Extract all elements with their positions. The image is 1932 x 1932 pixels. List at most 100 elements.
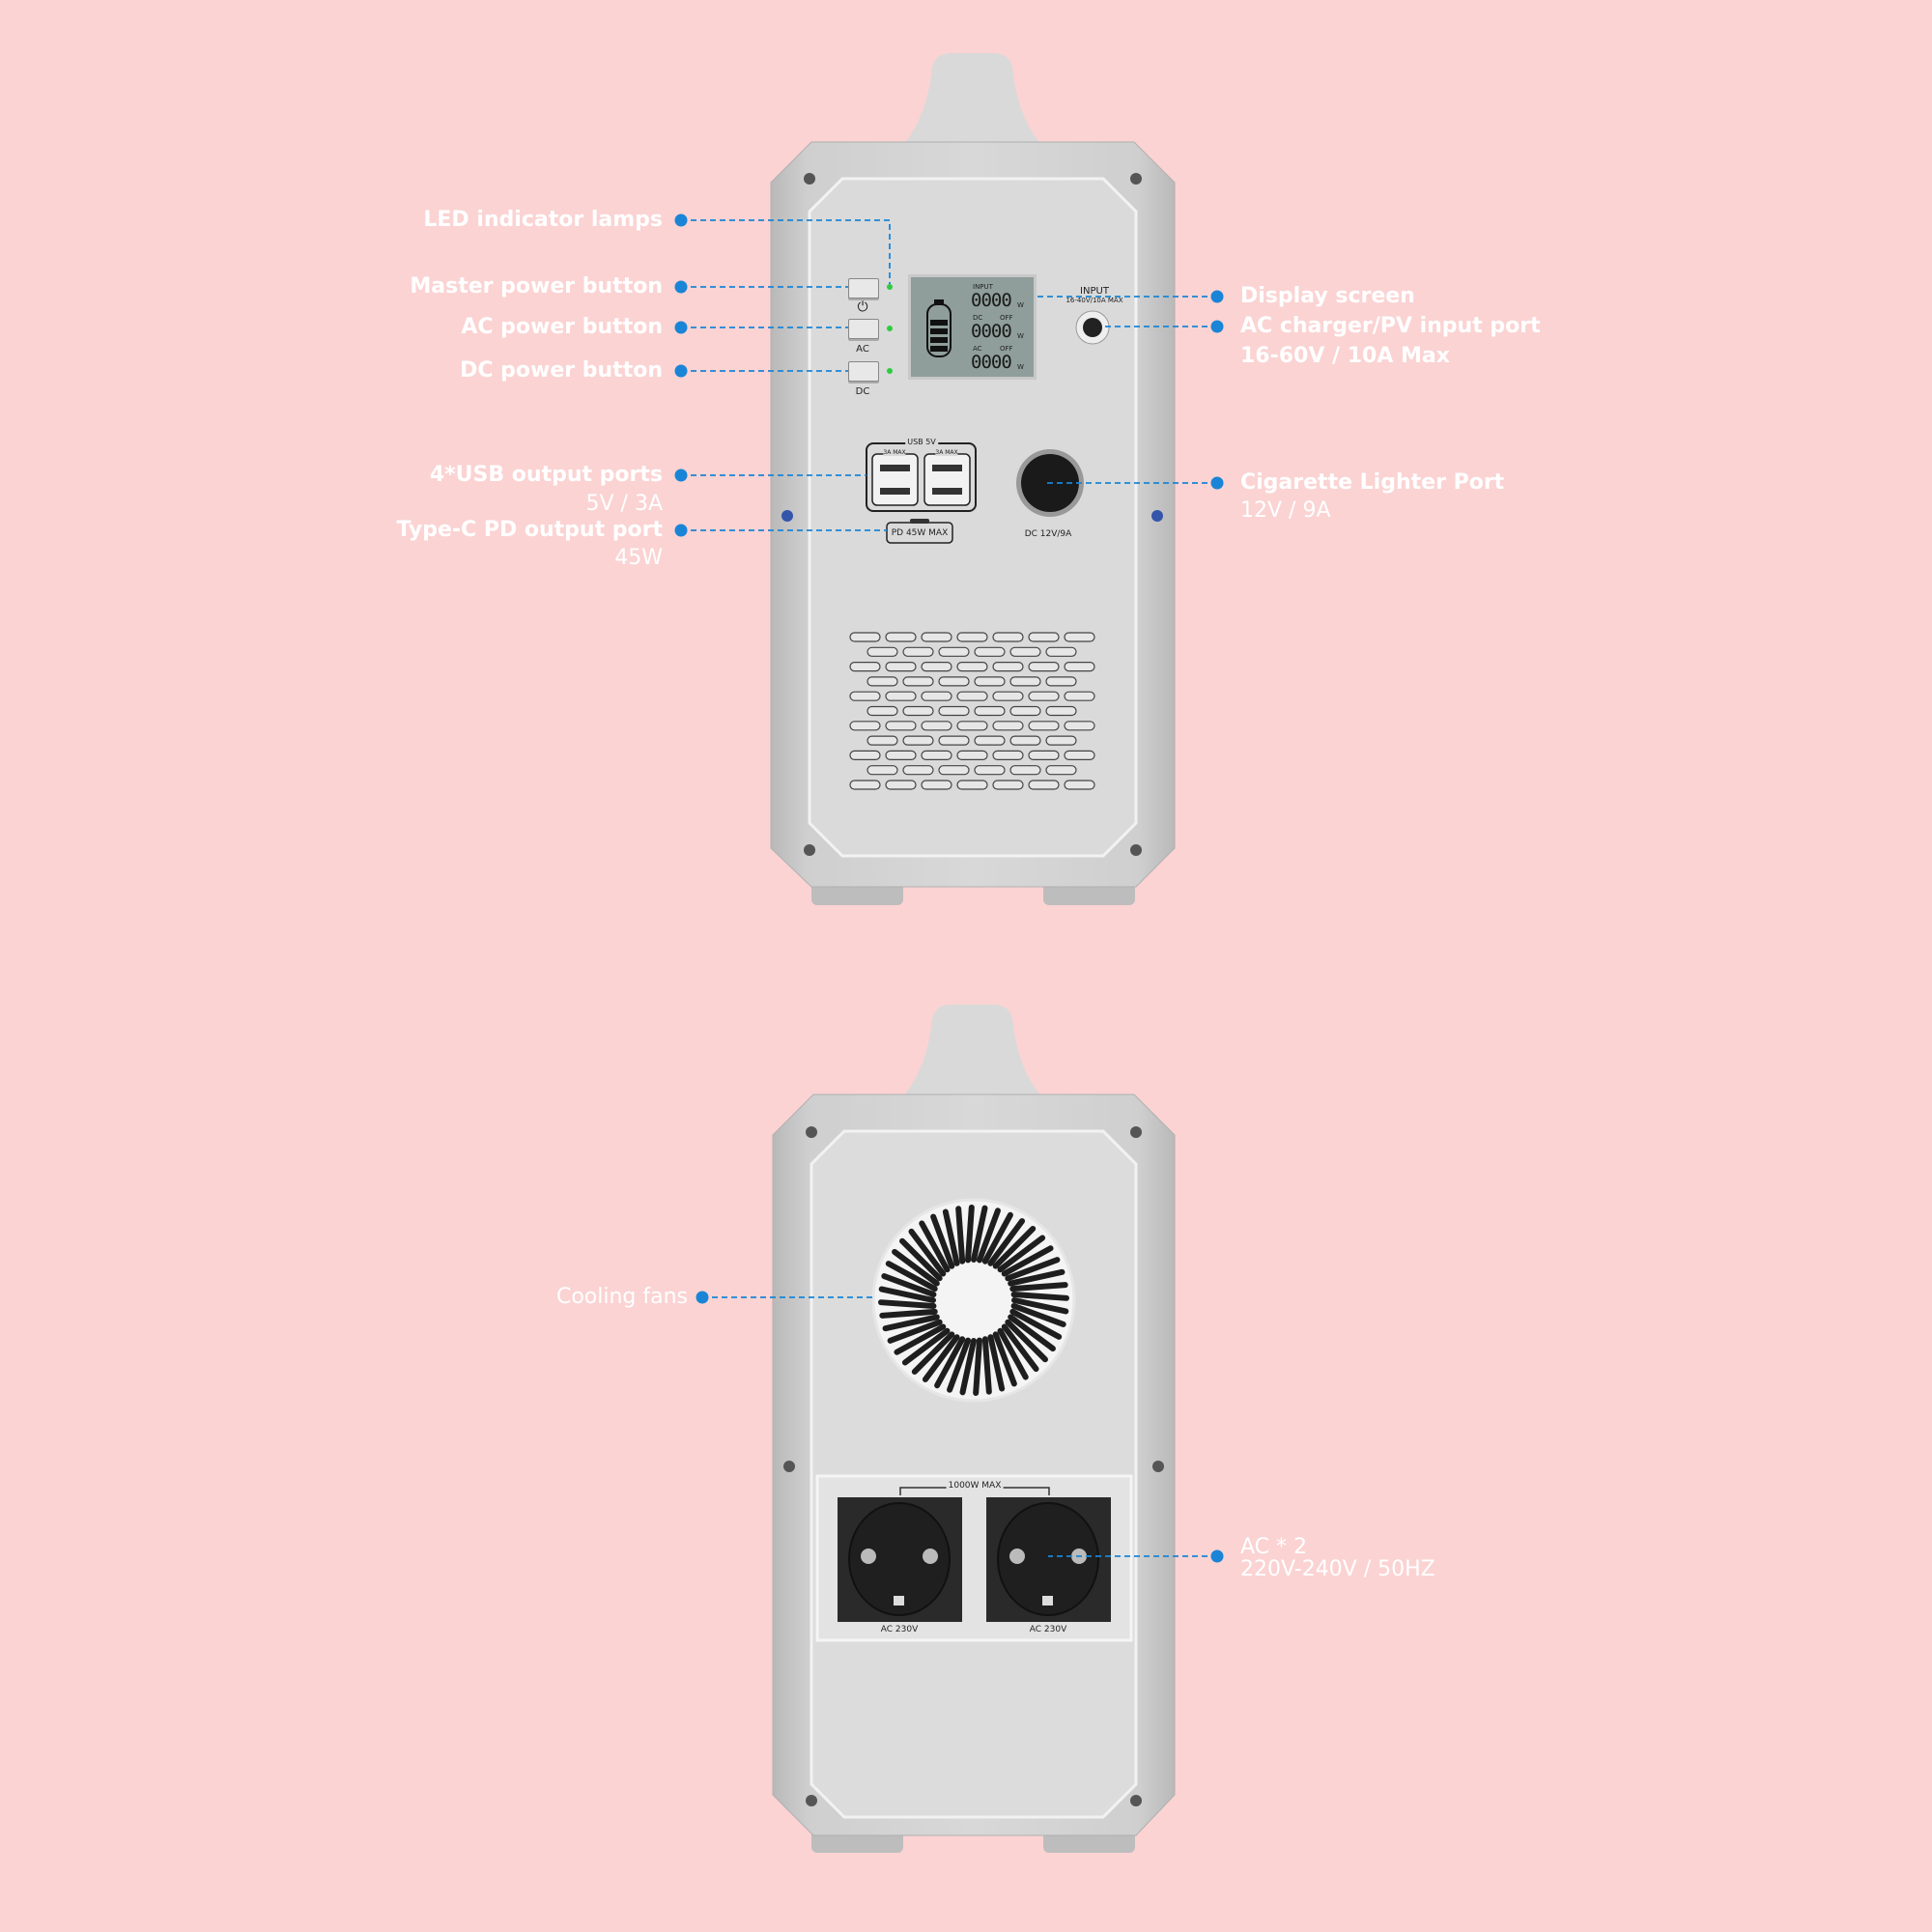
- vent-slot: [921, 780, 952, 790]
- vent-slot: [974, 646, 1006, 657]
- fan-blade: [1009, 1282, 1068, 1293]
- vent-slot: [885, 661, 917, 672]
- callout-dot-cigarette: [1210, 476, 1224, 490]
- fan-blade: [971, 1205, 988, 1263]
- vent-slot: [974, 676, 1006, 687]
- typec-port: [910, 519, 929, 524]
- vent-slot: [1028, 750, 1060, 761]
- dc-power-button[interactable]: [848, 361, 879, 382]
- fan-blade: [911, 1331, 955, 1375]
- fan-blade: [1009, 1308, 1063, 1340]
- dc-button-label: DC: [855, 386, 870, 397]
- fan-blade: [885, 1261, 938, 1293]
- label-usb-spec: 5V / 3A: [585, 492, 664, 516]
- vent-slot: [956, 661, 988, 672]
- callout-dot-ac-outlets: [1210, 1549, 1224, 1563]
- vent-slot: [938, 705, 970, 717]
- label-led-indicator: LED indicator lamps: [423, 208, 663, 232]
- fan-blade: [878, 1286, 936, 1303]
- master-power-button[interactable]: [848, 278, 879, 298]
- vent-slot: [867, 676, 898, 687]
- vent-slot: [1064, 780, 1095, 790]
- vent-slot: [902, 765, 934, 776]
- vent-slot: [885, 780, 917, 790]
- vent-slot: [849, 721, 881, 731]
- cooling-fan: [871, 1198, 1076, 1403]
- fan-blade: [1010, 1302, 1066, 1327]
- callout-dot-input: [1210, 320, 1224, 333]
- vent-slot: [1045, 735, 1077, 746]
- label-dc-power: DC power button: [460, 358, 663, 383]
- vent-slot: [1028, 632, 1060, 642]
- vent-slot: [921, 721, 952, 731]
- vent-slot: [1064, 750, 1095, 761]
- callout-dot-fans: [696, 1291, 709, 1304]
- fan-blade: [1001, 1323, 1039, 1373]
- vent-slot: [867, 646, 898, 657]
- lcd-ac-off: OFF: [1000, 345, 1013, 353]
- back-unit: [772, 1005, 1176, 1853]
- vent-slot: [921, 691, 952, 701]
- callout-dot-master: [674, 280, 688, 294]
- label-input-port: AC charger/PV input port: [1240, 314, 1541, 338]
- ac-socket-left: [838, 1497, 962, 1622]
- vent-slot: [1045, 705, 1077, 717]
- vent-slot: [1064, 632, 1095, 642]
- vent-slot: [992, 780, 1024, 790]
- fan-blade: [1008, 1314, 1056, 1352]
- ac-socket-right-label: AC 230V: [1029, 1625, 1067, 1634]
- callout-dot-led: [674, 213, 688, 227]
- vent-slot: [902, 735, 934, 746]
- fan-blade: [1008, 1268, 1065, 1287]
- vent-slot: [885, 691, 917, 701]
- vent-slot: [992, 632, 1024, 642]
- fan-blade: [881, 1273, 937, 1298]
- ac-button-label: AC: [856, 344, 869, 355]
- label-ac-outlets: AC * 2: [1240, 1535, 1308, 1559]
- vent-slot: [867, 705, 898, 717]
- leader-line-led: [681, 219, 891, 284]
- fan-blade: [992, 1226, 1037, 1269]
- vent-slot: [992, 691, 1024, 701]
- fan-blade: [955, 1206, 966, 1264]
- vent-slot: [885, 721, 917, 731]
- vent-slot: [849, 661, 881, 672]
- vent-slot: [992, 721, 1024, 731]
- callout-dot-typec: [674, 524, 688, 537]
- label-ac-spec: 220V-240V / 50HZ: [1240, 1557, 1435, 1581]
- battery-icon: [926, 299, 952, 357]
- fan-blade: [934, 1336, 966, 1389]
- fan-blade: [959, 1338, 977, 1396]
- fan-blade: [997, 1235, 1046, 1273]
- lcd-dc-value: 0000: [971, 321, 1012, 342]
- ac-socket-left-label: AC 230V: [880, 1625, 919, 1634]
- vent-slot: [885, 750, 917, 761]
- vent-slot: [1045, 676, 1077, 687]
- usb-max-right: 3A MAX: [935, 449, 958, 456]
- lcd-input-label: INPUT: [973, 283, 993, 291]
- label-typec-spec: 45W: [614, 546, 663, 570]
- vent-slot: [956, 780, 988, 790]
- callout-dot-usb: [674, 469, 688, 482]
- fan-blade: [942, 1208, 960, 1266]
- power-icon: ⏻: [857, 299, 868, 315]
- lcd-dc-off: OFF: [1000, 314, 1013, 322]
- vent-slot: [867, 765, 898, 776]
- dc-port-label: DC 12V/9A: [1024, 529, 1072, 539]
- vent-slot: [867, 735, 898, 746]
- ac-power-button[interactable]: [848, 319, 879, 339]
- fan-blade: [919, 1220, 951, 1273]
- callout-dot-dc-button: [674, 364, 688, 378]
- label-display: Display screen: [1240, 284, 1415, 308]
- vent-slot: [921, 632, 952, 642]
- vent-slot: [938, 646, 970, 657]
- vent-slot: [992, 661, 1024, 672]
- label-input-spec: 16-60V / 10A Max: [1240, 344, 1450, 368]
- vent-slot: [974, 765, 1006, 776]
- fan-blade: [922, 1334, 960, 1382]
- vent-slot: [974, 705, 1006, 717]
- vent-slot: [1045, 646, 1077, 657]
- led-ac: [887, 326, 893, 331]
- fan-blade: [997, 1327, 1029, 1380]
- fan-blade: [992, 1331, 1017, 1387]
